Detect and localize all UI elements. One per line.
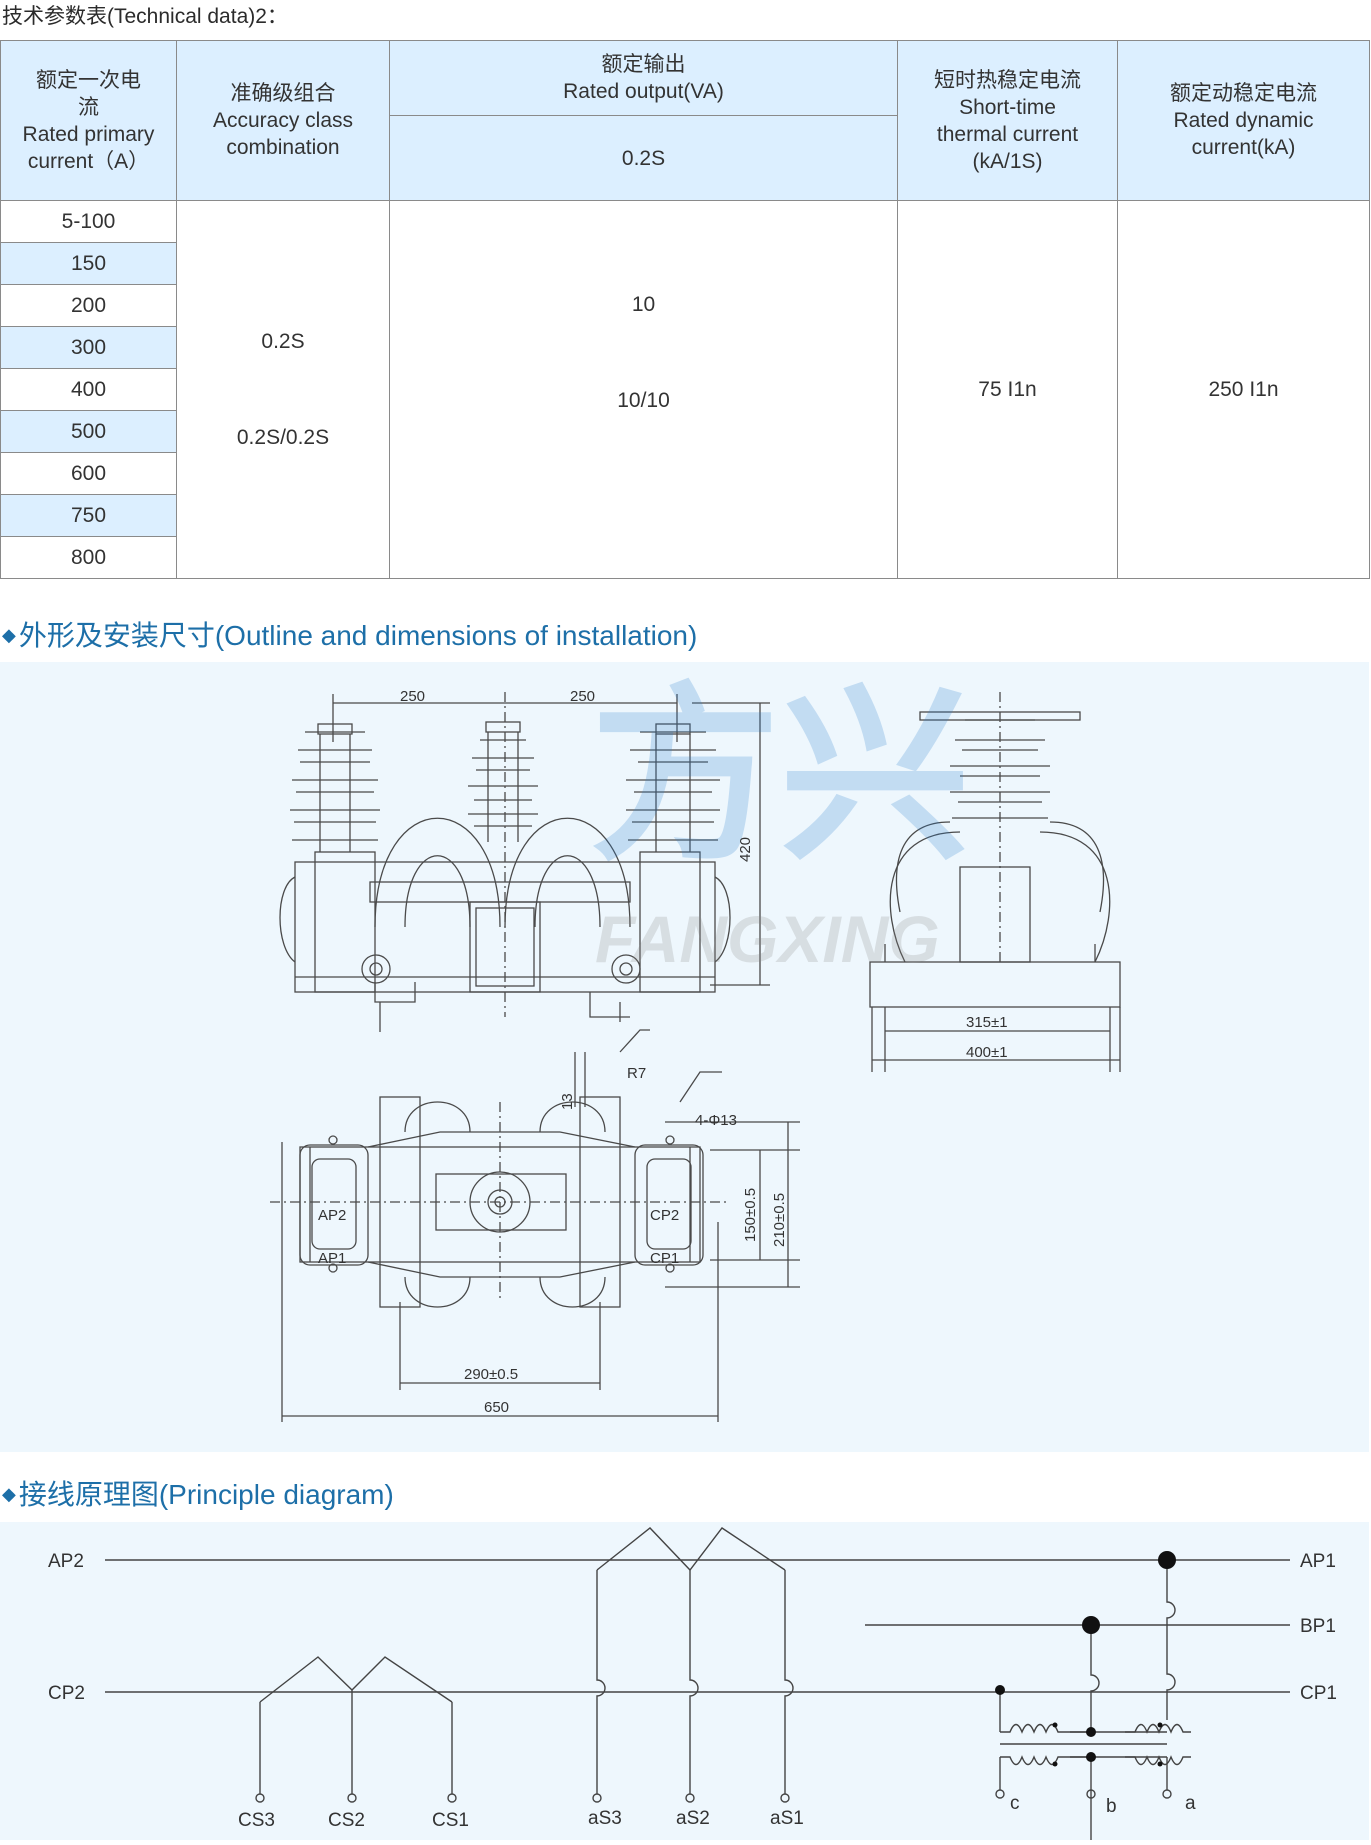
header-output: 额定输出 Rated output(VA): [389, 40, 898, 116]
terminal-cs1: CS1: [432, 1810, 469, 1831]
header-primary-current-cn: 额定一次电流: [36, 68, 141, 119]
header-accuracy: 准确级组合 Accuracy class combination: [176, 40, 390, 201]
output-cell: 10 10/10: [389, 200, 898, 579]
dim-250b: 250: [570, 688, 595, 705]
terminal-as3: aS3: [588, 1808, 622, 1829]
line-label-cp2: CP2: [48, 1683, 85, 1704]
principle-diagram: AP2 CP2 AP1 BP1 CP1 CS3 CS2 CS1 aS3 aS2 …: [48, 1527, 1337, 1840]
dim-r7: R7: [627, 1065, 646, 1082]
line-label-ap1: AP1: [1300, 1551, 1336, 1572]
header-dynamic: 额定动稳定电流 Rated dynamic current(kA): [1117, 40, 1370, 201]
label-cp1: CP1: [650, 1250, 679, 1267]
dim-290: 290±0.5: [464, 1366, 518, 1383]
current-cell: 750: [0, 494, 177, 537]
principle-title-text: 接线原理图(Principle diagram): [18, 1479, 394, 1510]
output-value: 10/10: [617, 388, 670, 412]
line-label-cp1: CP1: [1300, 1683, 1337, 1704]
line-label-bp1: BP1: [1300, 1616, 1336, 1637]
dynamic-cell: 250 I1n: [1117, 200, 1370, 579]
current-cell: 300: [0, 326, 177, 369]
current-cell: 500: [0, 410, 177, 453]
dim-210: 210±0.5: [771, 1193, 788, 1247]
line-label-ap2: AP2: [48, 1551, 84, 1572]
top-view: [270, 1029, 800, 1422]
dim-400: 400±1: [966, 1044, 1008, 1061]
accuracy-value: 0.2S: [261, 330, 305, 353]
watermark: 方兴 FANGXING: [590, 671, 970, 976]
outline-section-title: ◆外形及安装尺寸(Outline and dimensions of insta…: [2, 614, 697, 654]
terminal-c: c: [1010, 1793, 1020, 1814]
dim-150: 150±0.5: [742, 1188, 759, 1242]
terminal-b: b: [1106, 1796, 1117, 1817]
header-primary-current-en: Rated primary current（A）: [22, 122, 155, 173]
dim-holes: 4-Φ13: [695, 1112, 737, 1129]
output-value: 10: [631, 292, 656, 316]
header-output-sub: 0.2S: [389, 115, 898, 201]
principle-panel: AP2 CP2 AP1 BP1 CP1 CS3 CS2 CS1 aS3 aS2 …: [0, 1522, 1369, 1840]
header-dynamic-en: Rated dynamic current(kA): [1173, 109, 1314, 159]
dim-420: 420: [737, 837, 754, 862]
outline-drawing: 方兴 FANGXING 250 250 420 315±1 400±1 R7 1…: [270, 671, 1121, 1422]
header-thermal: 短时热稳定电流 Short-time thermal current (kA/1…: [897, 40, 1118, 201]
terminal-as1: aS1: [770, 1808, 804, 1829]
current-cell: 5-100: [0, 200, 177, 243]
current-cell: 400: [0, 368, 177, 411]
current-cell: 600: [0, 452, 177, 495]
current-cell: 200: [0, 284, 177, 327]
header-dynamic-cn: 额定动稳定电流: [1170, 82, 1317, 105]
header-accuracy-cn: 准确级组合: [230, 82, 336, 105]
accuracy-cell: 0.2S 0.2S/0.2S: [176, 200, 390, 579]
thermal-cell: 75 I1n: [897, 200, 1118, 579]
label-ap1: AP1: [318, 1250, 346, 1267]
diamond-bullet-icon: ◆: [2, 625, 16, 645]
header-thermal-en: Short-time thermal current (kA/1S): [936, 95, 1079, 173]
header-primary-current: 额定一次电流 Rated primary current（A）: [0, 40, 177, 201]
terminal-as2: aS2: [676, 1808, 710, 1829]
header-output-cn: 额定输出: [601, 53, 686, 76]
dim-13: 13: [559, 1093, 576, 1110]
terminal-cs2: CS2: [328, 1810, 365, 1831]
side-view: [869, 692, 1121, 1072]
outline-title-text: 外形及安装尺寸(Outline and dimensions of instal…: [18, 620, 698, 651]
dim-650: 650: [484, 1399, 509, 1416]
front-view: [279, 692, 770, 1032]
label-ap2: AP2: [318, 1207, 346, 1224]
watermark-en: FANGXING: [595, 902, 940, 976]
dim-250a: 250: [400, 688, 425, 705]
dim-315: 315±1: [966, 1014, 1008, 1031]
label-cp2: CP2: [650, 1207, 679, 1224]
page-title: 技术参数表(Technical data)2：: [2, 5, 288, 28]
watermark-cn: 方兴: [590, 671, 970, 883]
principle-section-title: ◆接线原理图(Principle diagram): [2, 1473, 394, 1513]
header-output-en: Rated output(VA): [563, 80, 724, 103]
outline-panel: 方兴 FANGXING 250 250 420 315±1 400±1 R7 1…: [0, 662, 1369, 1452]
current-cell: 800: [0, 536, 177, 579]
terminal-cs3: CS3: [238, 1810, 275, 1831]
current-cell: 150: [0, 242, 177, 285]
terminal-a: a: [1185, 1793, 1196, 1814]
header-thermal-cn: 短时热稳定电流: [934, 68, 1081, 92]
header-accuracy-en: Accuracy class combination: [212, 109, 354, 159]
diamond-bullet-icon: ◆: [2, 1484, 16, 1504]
accuracy-value: 0.2S/0.2S: [236, 426, 330, 449]
technical-data-table: 额定一次电流 Rated primary current（A） 准确级组合 Ac…: [0, 40, 1370, 579]
